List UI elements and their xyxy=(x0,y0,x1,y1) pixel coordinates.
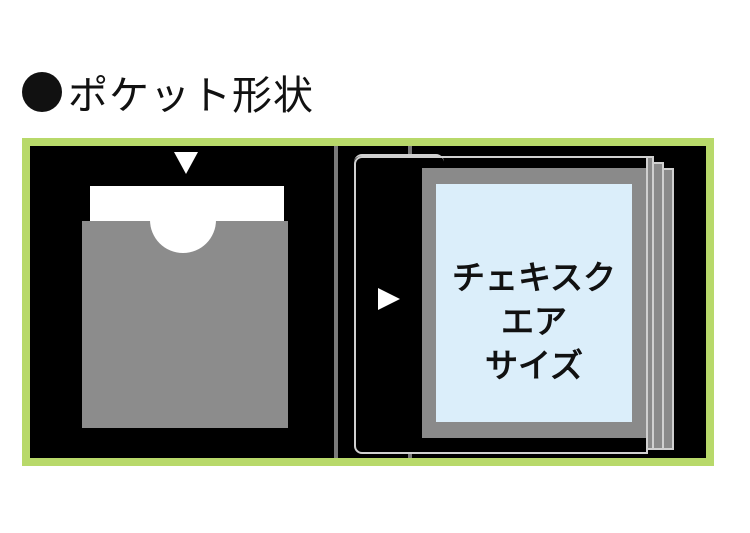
center-divider-left xyxy=(334,146,338,458)
section-title-text: ポケット形状 xyxy=(68,73,314,119)
inserted-card xyxy=(90,186,284,224)
photo-size-label: チェキスクエア サイズ xyxy=(436,256,632,388)
album-spread: チェキスクエア サイズ xyxy=(30,146,706,458)
photo-size-label-line1: チェキスクエア xyxy=(451,258,616,341)
pocket-notch xyxy=(150,219,216,253)
sleeve-fold xyxy=(354,154,444,164)
arrow-right-icon xyxy=(378,288,400,310)
photo-pocket xyxy=(82,219,288,428)
arrow-down-icon xyxy=(174,152,198,174)
photo-frame: チェキスクエア サイズ xyxy=(422,168,646,438)
photo-size-label-line2: サイズ xyxy=(484,346,583,385)
album-diagram: チェキスクエア サイズ xyxy=(22,138,714,466)
bullet-icon xyxy=(22,72,62,112)
section-title: ポケット形状 xyxy=(22,62,314,122)
square-photo: チェキスクエア サイズ xyxy=(436,184,632,422)
